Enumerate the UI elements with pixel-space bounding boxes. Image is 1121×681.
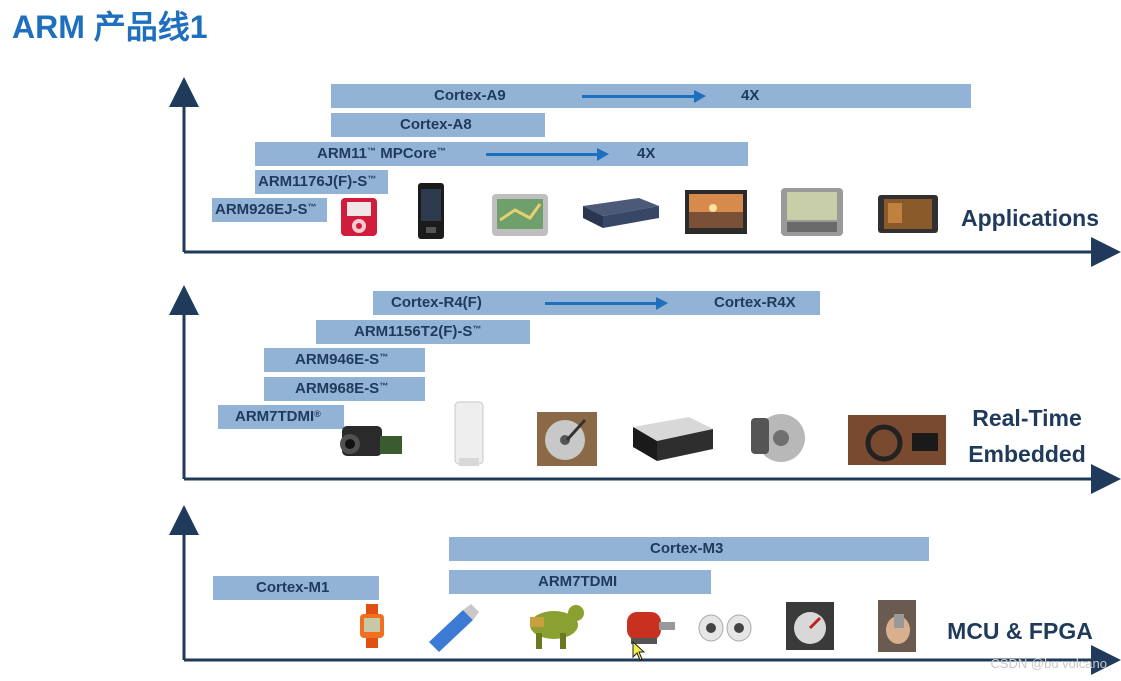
core-label: ARM926EJ-S™	[215, 201, 317, 218]
handheld-icon	[878, 600, 916, 657]
core-bar-cortex-m1: Cortex-M1	[213, 576, 379, 600]
gauge-icon	[786, 602, 834, 655]
scale-label: 4X	[741, 87, 760, 104]
phone-icon	[416, 181, 446, 246]
watermark: CSDN @bu volcano	[990, 656, 1107, 671]
core-bar-cortex-a9: Cortex-A9 4X	[331, 84, 971, 108]
arrow-icon	[486, 148, 609, 161]
gps-icon	[490, 190, 550, 245]
mcu-label: MCU & FPGA	[947, 618, 1093, 644]
robot-dino-icon	[520, 599, 590, 656]
core-label: Cortex-A8	[400, 116, 472, 133]
cursor-icon	[632, 641, 646, 661]
brake-disc-icon	[747, 406, 809, 471]
core-bar-arm946: ARM946E-S™	[264, 348, 425, 372]
core-label: Cortex-M1	[256, 579, 330, 596]
watch-icon	[357, 604, 387, 653]
wifi-router-icon	[449, 398, 491, 475]
router-icon	[579, 192, 663, 237]
motor-icon	[623, 606, 677, 651]
music-player-icon	[337, 196, 381, 243]
core-label: Cortex-M3	[650, 540, 724, 557]
printer-icon	[629, 407, 717, 472]
arrow-icon	[545, 297, 668, 310]
core-label: ARM1176J(F)-S™	[258, 173, 377, 190]
core-bar-cortex-a8: Cortex-A8	[331, 113, 545, 137]
core-label: ARM7TDMI®	[235, 408, 321, 425]
speakers-icon	[697, 612, 753, 649]
car-dashboard-icon	[846, 413, 948, 472]
core-label: Cortex-A9	[434, 87, 506, 104]
core-label: ARM7TDMI	[538, 573, 618, 590]
core-bar-arm968: ARM968E-S™	[264, 377, 425, 401]
core-label: ARM1156T2(F)-S™	[354, 323, 482, 340]
core-label: ARM968E-S™	[295, 380, 389, 397]
smartphone-icon	[779, 186, 845, 243]
arrow-icon	[582, 90, 706, 103]
core-bar-arm1156: ARM1156T2(F)-S™	[316, 320, 530, 344]
core-label: ARM11™ MPCore™	[317, 145, 446, 162]
realtime-label-line1: Real-Time	[972, 405, 1082, 431]
core-bar-arm926: ARM926EJ-S™	[212, 198, 327, 222]
core-label: ARM946E-S™	[295, 351, 389, 368]
realtime-label: Real-Time Embedded	[944, 400, 1110, 472]
core-label: Cortex-R4(F)	[391, 294, 482, 311]
target-label: Cortex-R4X	[714, 294, 796, 311]
core-bar-cortex-m3: Cortex-M3	[449, 537, 929, 561]
page-title: ARM 产品线1	[12, 9, 208, 45]
hard-disk-icon	[535, 410, 599, 473]
scale-label: 4X	[637, 145, 656, 162]
core-bar-arm7tdmi-mcu: ARM7TDMI	[449, 570, 711, 594]
realtime-label-line2: Embedded	[968, 441, 1086, 467]
usb-stick-icon	[425, 604, 481, 659]
core-bar-arm7tdmi-rt: ARM7TDMI®	[218, 405, 344, 429]
media-player-icon	[876, 193, 940, 240]
tv-icon	[683, 188, 749, 243]
camcorder-icon	[334, 418, 406, 469]
core-bar-arm1176: ARM1176J(F)-S™	[255, 170, 388, 194]
applications-label: Applications	[960, 205, 1099, 231]
